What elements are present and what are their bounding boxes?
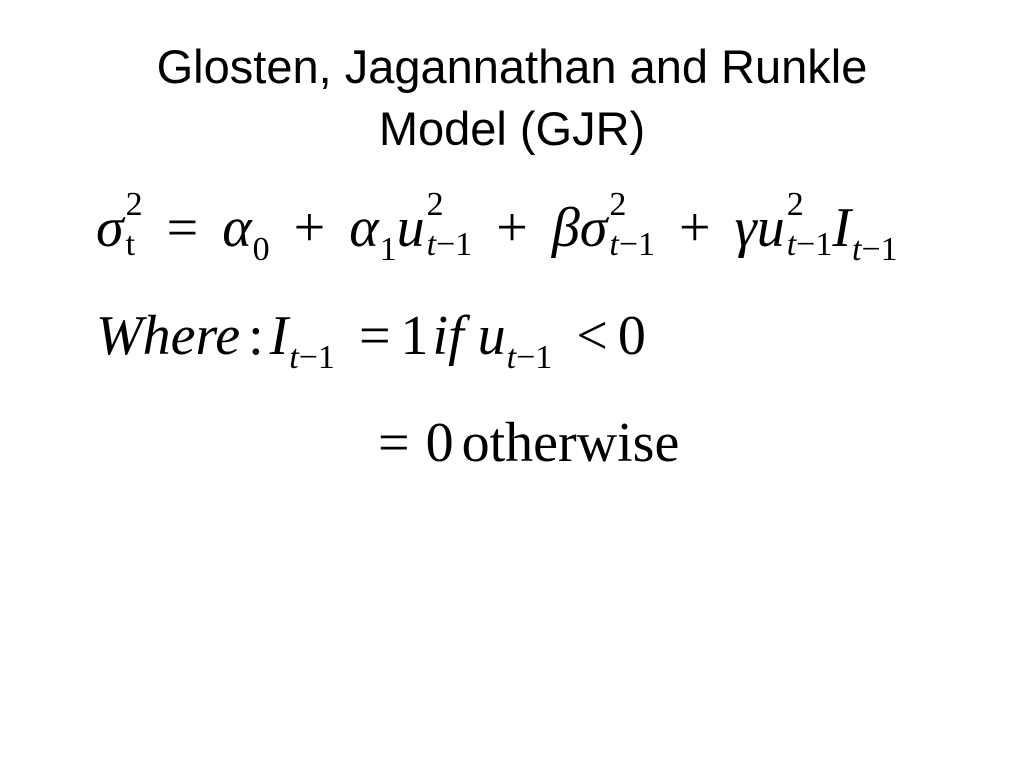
subscript-1: 1 — [379, 231, 397, 268]
subscript-0: 0 — [252, 231, 270, 268]
subscript-t-minus-1: t−1 — [427, 228, 473, 262]
superscript-2: 2 — [609, 186, 627, 223]
if-word: if — [432, 305, 464, 367]
u-symbol: u — [477, 305, 506, 367]
superscript-2: 2 — [426, 186, 444, 223]
subscript-t: t — [786, 226, 797, 263]
subscript-t: t — [609, 226, 619, 263]
u-symbol: u — [756, 197, 785, 259]
beta-symbol: β — [551, 197, 580, 259]
sigma-symbol: σ — [96, 197, 124, 259]
plus-sign: + — [293, 197, 326, 259]
value-one: 1 — [400, 305, 429, 367]
subscript-minus-1: −1 — [298, 339, 335, 376]
equals-sign: = — [166, 197, 199, 259]
u-symbol: u — [396, 197, 425, 259]
subscript-t-minus-1: t−1 — [787, 228, 833, 262]
less-than-sign: < — [576, 305, 608, 367]
subscript-minus-1: −1 — [618, 226, 656, 263]
subscript-minus-1: −1 — [516, 339, 553, 376]
superscript-2: 2 — [786, 186, 804, 223]
subscript-t: t — [426, 226, 437, 263]
subscript-t-minus-1: t−1 — [852, 233, 898, 267]
superscript-2: 2 — [125, 186, 143, 223]
alpha-symbol: α — [349, 197, 379, 259]
subscript-t: t — [125, 226, 136, 263]
equals-sign: = — [358, 305, 391, 367]
indicator-symbol: I — [832, 197, 851, 259]
subscript-minus-1: −1 — [861, 231, 898, 268]
subscript-t-minus-1: t−1 — [609, 228, 655, 262]
sigma-symbol: σ — [579, 197, 608, 259]
subscript-minus-1: −1 — [436, 226, 473, 263]
title-line-1: Glosten, Jagannathan and Runkle — [156, 40, 868, 93]
where-word: Where — [96, 305, 241, 367]
subscript-t: t — [289, 339, 299, 376]
value-zero: 0 — [425, 412, 454, 474]
subscript-t-minus-1: t−1 — [507, 341, 553, 375]
otherwise-word: otherwise — [461, 412, 680, 474]
alpha-symbol: α — [222, 197, 252, 259]
plus-sign: + — [679, 197, 711, 259]
indicator-symbol: I — [269, 305, 289, 367]
slide-title: Glosten, Jagannathan and Runkle Model (G… — [0, 36, 1024, 160]
gamma-symbol: γ — [734, 197, 757, 259]
subscript-t-minus-1: t−1 — [289, 341, 335, 375]
title-line-2: Model (GJR) — [378, 102, 646, 155]
subscript-t: t — [506, 339, 517, 376]
value-zero: 0 — [617, 305, 646, 367]
plus-sign: + — [496, 197, 528, 259]
colon: : — [248, 305, 264, 367]
subscript-minus-1: −1 — [796, 226, 833, 263]
equals-sign: = — [378, 412, 410, 474]
subscript-t: t — [851, 231, 862, 268]
